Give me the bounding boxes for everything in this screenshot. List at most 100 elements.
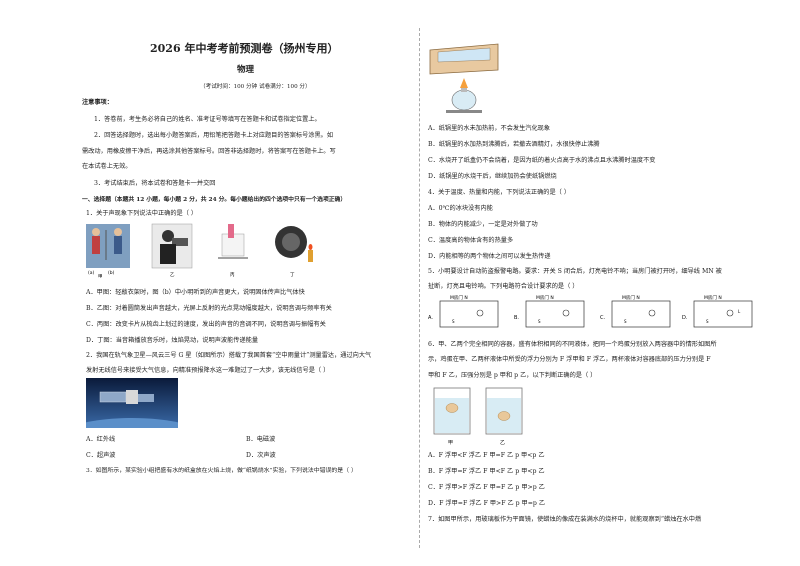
q5-stem: 5．小明要设计自动防盗报警电路。要求：开关 S 闭合后，灯亮电铃不响；当房门被打…: [428, 268, 722, 275]
cup-icon: [433, 387, 471, 435]
right-column: A．纸锅里的水未加热前，不会发生汽化现象 B．纸锅里的水加热到沸腾后，若撤去酒精…: [426, 0, 762, 566]
circuit-label: M房门 N: [622, 294, 640, 301]
q2-stem: 发射无线信号来接受大气信息，向精准预报降水这一难题过了一大步，该无线信号是（ ）: [86, 367, 330, 374]
switch-label: S: [706, 319, 709, 324]
notice-line: 3．考试结束后，将本试卷和答题卡一并交回: [94, 180, 216, 187]
q3-paper-pot-figure: [429, 43, 499, 113]
q1-option-b[interactable]: B．乙图：对着圆筒发出声音越大，光屏上反射的光点晃动幅度越大，说明音调与频率有关: [86, 305, 332, 312]
label-ding: 丁: [290, 272, 295, 278]
person-icon: [162, 230, 174, 242]
satellite-icon: [126, 390, 138, 404]
q4-stem: 4．关于温度、热量和内能，下列说法正确的是（ ）: [428, 189, 571, 196]
q6-option-d[interactable]: D．F 浮甲=F 浮乙 F 甲>F 乙 p 甲=p 乙: [428, 500, 546, 507]
candle-icon: [308, 250, 313, 262]
label-jia: 甲: [98, 274, 103, 278]
option-letter: B.: [514, 315, 519, 321]
switch-label: S: [538, 319, 541, 324]
lamp-icon: [476, 309, 484, 317]
q1-option-a[interactable]: A．甲图：轻敲衣架时，图（b）中小明听到的声音更大，说明固体传声比气体快: [86, 289, 305, 296]
switch-label: S: [452, 319, 455, 324]
label-yi: 乙: [170, 271, 175, 278]
q4-option-c[interactable]: C．温度高的物体含有的热量多: [428, 237, 514, 244]
solar-panel-icon: [138, 394, 154, 402]
q2-option-a[interactable]: A．红外线: [86, 436, 116, 443]
lamp-icon: [726, 309, 734, 317]
q2-option-c[interactable]: C．超声波: [86, 452, 116, 459]
cup-icon: [485, 387, 523, 435]
notice-heading: 注意事项：: [82, 99, 113, 106]
circuit-c[interactable]: C. M房门 N S: [600, 294, 671, 328]
notice-line: 1．答卷前，考生务必将自己的姓名、准考证号等填写在答题卡和试卷指定位置上。: [94, 116, 321, 123]
section-heading: 一、选择题（本题共 12 小题，每小题 2 分，共 24 分。每小题给出的四个选…: [82, 197, 347, 203]
lamp-icon: [648, 309, 656, 317]
person-body: [92, 236, 100, 254]
option-letter: D.: [682, 315, 688, 321]
q4-option-d[interactable]: D．内能相等的两个物体之间可以发生热传递: [428, 253, 551, 260]
water-icon: [437, 47, 491, 63]
circuit-b[interactable]: B. M房门 N S: [514, 294, 585, 328]
lamp-icon: [562, 309, 570, 317]
column-divider: [419, 28, 420, 548]
q2-option-b[interactable]: B．电磁波: [246, 436, 276, 443]
q5-circuits: A. M房门 N S B. M房门 N S C. M房门 N S: [428, 294, 753, 328]
q6-option-a[interactable]: A．F 浮甲<F 浮乙 F 甲=F 乙 p 甲<p 乙: [428, 452, 545, 459]
egg-icon: [497, 411, 511, 421]
q6-stem: 6．甲、乙两个完全相同的容器，盛有体积相同的不同液体，把同一个鸡蛋分别放入两容器…: [428, 341, 717, 348]
q3-option-b[interactable]: B．纸锅里的水加热到沸腾后，若撤去酒精灯，水很快停止沸腾: [428, 141, 600, 148]
q2-option-d[interactable]: D．次声波: [246, 452, 276, 459]
notice-line: 需改动，用橡皮擦干净后，再选涂其他答案标号。回答非选择题时，将答案写在答题卡上。…: [82, 148, 336, 155]
circuit-frame: [611, 300, 671, 328]
q4-option-b[interactable]: B．物体的内能减少，一定是对外做了功: [428, 221, 538, 228]
lamp-cap: [461, 88, 467, 92]
egg-icon: [445, 403, 459, 413]
exam-time-note: （考试时间：100 分钟 试卷满分：100 分）: [200, 84, 311, 90]
alcohol-lamp-icon: [451, 89, 477, 111]
cylinder-icon: [172, 238, 188, 246]
q5-stem: 扯断，灯亮且电铃响。下列电路符合设计要求的是（ ）: [428, 283, 579, 290]
option-letter: C.: [600, 315, 605, 321]
q3-option-a[interactable]: A．纸锅里的水未加热前，不会发生汽化现象: [428, 125, 551, 132]
person-icon: [92, 228, 100, 236]
q1-option-d[interactable]: D．丁图：当音箱播放音乐时，烛焰晃动，说明声波能传递能量: [86, 337, 259, 344]
person-body: [160, 244, 176, 264]
circuit-label: M房门 N: [536, 294, 554, 301]
hand-icon: [228, 224, 234, 238]
exam-title: 2026 年中考考前预测卷（扬州专用）: [150, 42, 339, 55]
notice-line: 在本试卷上无效。: [82, 163, 132, 170]
circuit-label: M房门 N: [704, 294, 722, 301]
circuit-d[interactable]: D. M房门 N L S: [682, 294, 753, 328]
person-icon: [114, 228, 122, 236]
switch-label: S: [624, 319, 627, 324]
q1-figures: (a) (b) 甲 乙 丙 丁: [86, 223, 313, 278]
notice-line: 2．回答选择题时，选出每小题答案后，用铅笔把答题卡上对应题目的答案标号涂黑。如: [94, 132, 334, 139]
circuit-frame: [525, 300, 585, 328]
lamp-base: [446, 110, 482, 113]
flame-icon: [308, 244, 313, 250]
cup-yi: 乙: [485, 387, 523, 446]
label-b: (b): [108, 270, 115, 276]
q3-option-d[interactable]: D．纸锅里的水烧干后，继续加热会使纸锅燃烧: [428, 173, 557, 180]
left-column: 2026 年中考考前预测卷（扬州专用） 物理 （考试时间：100 分钟 试卷满分…: [82, 0, 412, 566]
person-body: [114, 236, 122, 254]
circuit-label: M房门 N: [450, 294, 468, 301]
q6-option-b[interactable]: B．F 浮甲=F 浮乙 F 甲<F 乙 p 甲<p 乙: [428, 468, 545, 475]
q2-stem: 2．我国在轨气象卫星—风云三号 G 星（如图所示）搭载了我国首套“空中雨量计”测…: [86, 352, 372, 359]
circuit-a[interactable]: A. M房门 N S: [428, 294, 499, 328]
q3-option-c[interactable]: C．水烧开了纸盒仍不会烧着，是因为纸的着火点高于水的沸点且水沸腾时温度不变: [428, 157, 656, 164]
q2-satellite-figure: [86, 378, 178, 428]
q1-option-c[interactable]: C．丙图：改变卡片从梳齿上划过的速度，发出的声音的音调不同，说明音调与振幅有关: [86, 321, 326, 328]
earth-icon: [86, 418, 178, 428]
exam-subject: 物理: [237, 65, 255, 75]
q6-cups-figure: 甲 乙: [433, 387, 523, 446]
speaker-cone: [282, 233, 300, 251]
q6-stem: 示，鸡蛋在甲、乙两杯液体中所受的浮力分别为 F 浮甲和 F 浮乙，两杯液体对容器…: [428, 356, 711, 363]
q6-stem: 甲和 F 乙，压强分别是 p 甲和 p 乙，以下判断正确的是（ ）: [428, 372, 597, 379]
q6-option-c[interactable]: C．F 浮甲>F 浮乙 F 甲=F 乙 p 甲>p 乙: [428, 484, 545, 491]
cup-label: 乙: [500, 439, 505, 446]
q4-option-a[interactable]: A．0℃的冰块没有内能: [428, 205, 493, 212]
solar-panel-icon: [99, 391, 127, 403]
circuit-frame: [693, 300, 753, 328]
cup-label: 甲: [448, 440, 453, 446]
q1-stem: 1．关于声现象下列说法中正确的是（ ）: [86, 210, 198, 217]
